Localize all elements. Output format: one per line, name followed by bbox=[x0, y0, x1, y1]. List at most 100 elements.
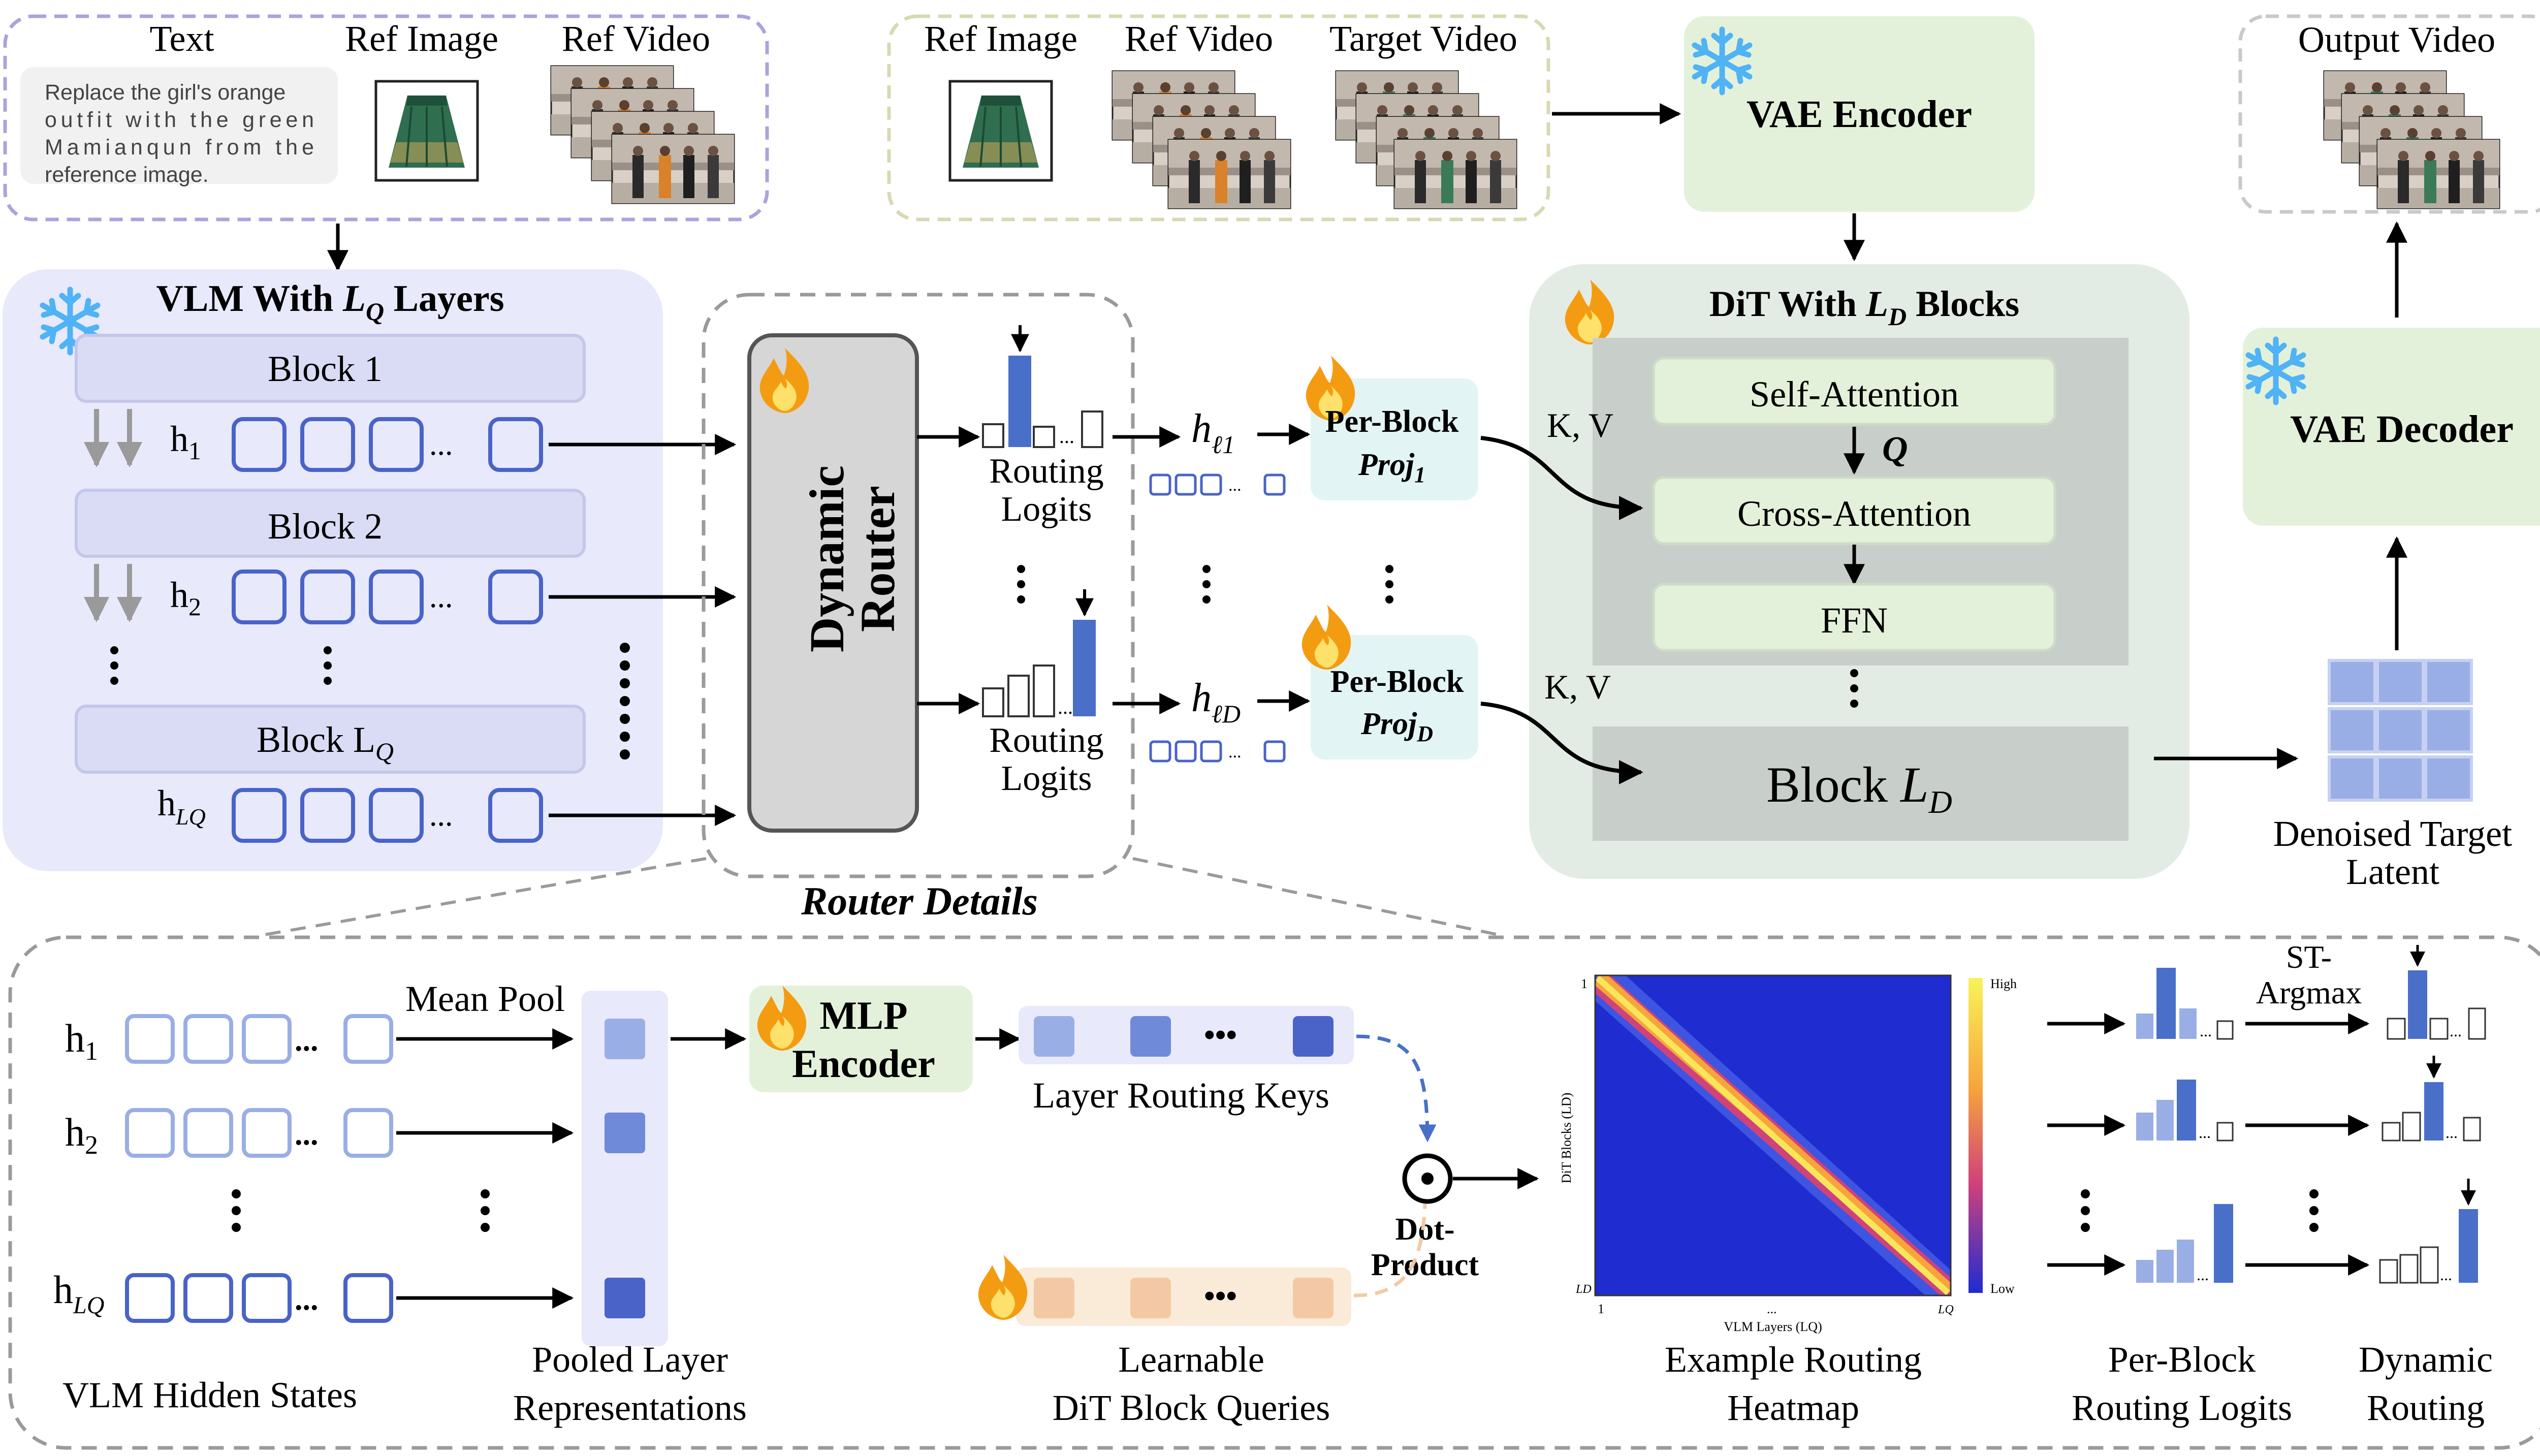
argmax-arrows bbox=[2245, 1013, 2370, 1276]
vlm-title: VLM With LQ Layers bbox=[156, 278, 504, 326]
kv-label-d: K, V bbox=[1544, 668, 1611, 706]
router-details-title: Router Details bbox=[801, 879, 1038, 923]
logits-to-h-arrows bbox=[1113, 426, 1181, 714]
target-ref-image-header: Ref Image bbox=[924, 18, 1077, 59]
vae-decoder-label: VAE Decoder bbox=[2290, 408, 2514, 451]
kv-label-1: K, V bbox=[1547, 406, 1613, 445]
vae-encoder-label: VAE Encoder bbox=[1747, 93, 1972, 136]
mlp-label-2: Encoder bbox=[792, 1041, 935, 1086]
heat-x-dots: ... bbox=[1767, 1302, 1777, 1316]
vae-decoder-box bbox=[2243, 328, 2540, 526]
svg-text:...: ... bbox=[429, 798, 453, 833]
router-dots bbox=[1017, 565, 1025, 604]
heat-x-label: VLM Layers (LQ) bbox=[1724, 1319, 1822, 1334]
dynamic-routing-row-2: ... bbox=[2382, 1056, 2481, 1142]
kv-arrow-d bbox=[1480, 702, 1643, 784]
cross-attention-box bbox=[1652, 476, 2056, 545]
output-video-header: Output Video bbox=[2298, 19, 2495, 60]
dynamic-caption-1: Dynamic bbox=[2359, 1339, 2493, 1380]
svg-text:...: ... bbox=[1228, 476, 1242, 495]
dot-product-icon bbox=[1402, 1153, 1453, 1204]
mlp-encoder-box bbox=[749, 986, 973, 1092]
q-label: Q bbox=[1882, 430, 1908, 469]
pooled-caption-1: Pooled Layer bbox=[532, 1339, 728, 1380]
dynamic-caption-2: Routing bbox=[2367, 1387, 2485, 1428]
per-block-proj-1 bbox=[1311, 378, 1478, 500]
svg-text:...: ... bbox=[1059, 425, 1074, 448]
svg-text:...: ... bbox=[2450, 1022, 2462, 1040]
target-ref-video-frames bbox=[1112, 70, 1291, 209]
heatmap-to-logits-arrows bbox=[2047, 1013, 2126, 1276]
svg-text:...: ... bbox=[429, 427, 453, 462]
routing-logits-d-label-b: Logits bbox=[1001, 759, 1092, 798]
denoised-latent-grid bbox=[2328, 659, 2473, 802]
dit-dots bbox=[1850, 669, 1858, 708]
flame-icon bbox=[1301, 605, 1351, 670]
h-ld-label: hℓD bbox=[1191, 676, 1241, 728]
per-block-proj-d bbox=[1311, 635, 1478, 759]
proj-1-line1: Per-Block bbox=[1325, 404, 1459, 439]
per-block-logits-row-d: ... bbox=[2136, 1204, 2233, 1284]
st-argmax-label-1: ST- bbox=[2286, 939, 2332, 975]
svg-text:Replace the girl's orange: Replace the girl's orange bbox=[45, 80, 285, 105]
ref-image-header: Ref Image bbox=[345, 18, 498, 59]
per-block-caption-1: Per-Block bbox=[2108, 1339, 2256, 1380]
heat-x-tick-left: 1 bbox=[1598, 1302, 1604, 1316]
vertical-dots bbox=[110, 643, 630, 759]
vlm-block-2-label: Block 2 bbox=[268, 506, 383, 547]
prompt-box bbox=[20, 67, 338, 184]
routing-logits-1-label-b: Logits bbox=[1001, 490, 1092, 529]
vlm-token-rows bbox=[232, 417, 543, 843]
prompt-text: Replace the girl's orange outfit with th… bbox=[45, 80, 314, 187]
dynamic-router-box bbox=[747, 333, 919, 833]
svg-text:Dynamic: Dynamic bbox=[800, 465, 854, 652]
target-video-header: Target Video bbox=[1329, 18, 1517, 59]
heat-low-label: Low bbox=[1990, 1281, 2015, 1296]
st-argmax-label-2: Argmax bbox=[2256, 974, 2362, 1010]
ref-image-skirt bbox=[376, 81, 478, 180]
heat-y-tick-bottom: LD bbox=[1575, 1283, 1592, 1296]
proj-1-line2: Proj1 bbox=[1358, 448, 1425, 487]
mean-pool-label: Mean Pool bbox=[405, 978, 565, 1019]
svg-text:h1: h1 bbox=[65, 1016, 98, 1066]
target-ref-image-skirt bbox=[950, 81, 1052, 180]
svg-text:h2: h2 bbox=[65, 1110, 98, 1160]
kv-arrow-1 bbox=[1480, 436, 1643, 520]
heat-high-label: High bbox=[1990, 976, 2017, 991]
queries-caption-2: DiT Block Queries bbox=[1053, 1387, 1330, 1428]
output-panel-frame bbox=[2238, 14, 2540, 214]
target-video-frames bbox=[1335, 70, 1517, 209]
block-ld-label: Block LD bbox=[1766, 756, 1952, 820]
routing-keys-row bbox=[1019, 1006, 1354, 1064]
routing-logits-d-label-a: Routing bbox=[989, 721, 1104, 760]
dit-block-ld bbox=[1593, 726, 2129, 841]
vlm-block-lq-label: Block LQ bbox=[257, 719, 394, 766]
per-block-logits-row-1: ... bbox=[2136, 968, 2234, 1040]
vlm-block-2 bbox=[75, 489, 586, 558]
heat-y-label: DiT Blocks (LD) bbox=[1559, 1093, 1574, 1184]
proj-d-line1: Per-Block bbox=[1330, 664, 1464, 699]
svg-text:...: ... bbox=[2446, 1123, 2458, 1142]
ffn-label: FFN bbox=[1821, 600, 1888, 641]
h-l1-label: hℓ1 bbox=[1191, 406, 1235, 459]
detail-token-rows bbox=[125, 1014, 393, 1323]
svg-text:•••: ••• bbox=[1204, 1018, 1237, 1053]
queries-caption-1: Learnable bbox=[1118, 1339, 1264, 1380]
router-details-frame bbox=[8, 935, 2540, 1450]
pooled-caption-2: Representations bbox=[513, 1387, 747, 1428]
latent-label-1: Denoised Target bbox=[2273, 813, 2512, 854]
latent-label-2: Latent bbox=[2346, 851, 2439, 892]
proj-d-line2: ProjD bbox=[1360, 707, 1433, 746]
routing-keys: ••• bbox=[1034, 1016, 1334, 1057]
dynamic-router-label: Dynamic Router bbox=[800, 465, 905, 652]
svg-text:...: ... bbox=[2197, 1265, 2209, 1284]
routing-logits-d-bars: ... bbox=[982, 589, 1096, 718]
svg-text:reference image.: reference image. bbox=[45, 163, 209, 187]
hidden-states-caption: VLM Hidden States bbox=[62, 1375, 357, 1415]
pooled-column bbox=[582, 991, 668, 1346]
flame-icon bbox=[978, 1255, 1028, 1320]
heatmap-colorbar bbox=[1968, 978, 1983, 1293]
per-block-logits-row-2: ... bbox=[2136, 1080, 2234, 1142]
mlp-label-1: MLP bbox=[819, 993, 907, 1037]
input-panel-frame bbox=[3, 14, 769, 221]
